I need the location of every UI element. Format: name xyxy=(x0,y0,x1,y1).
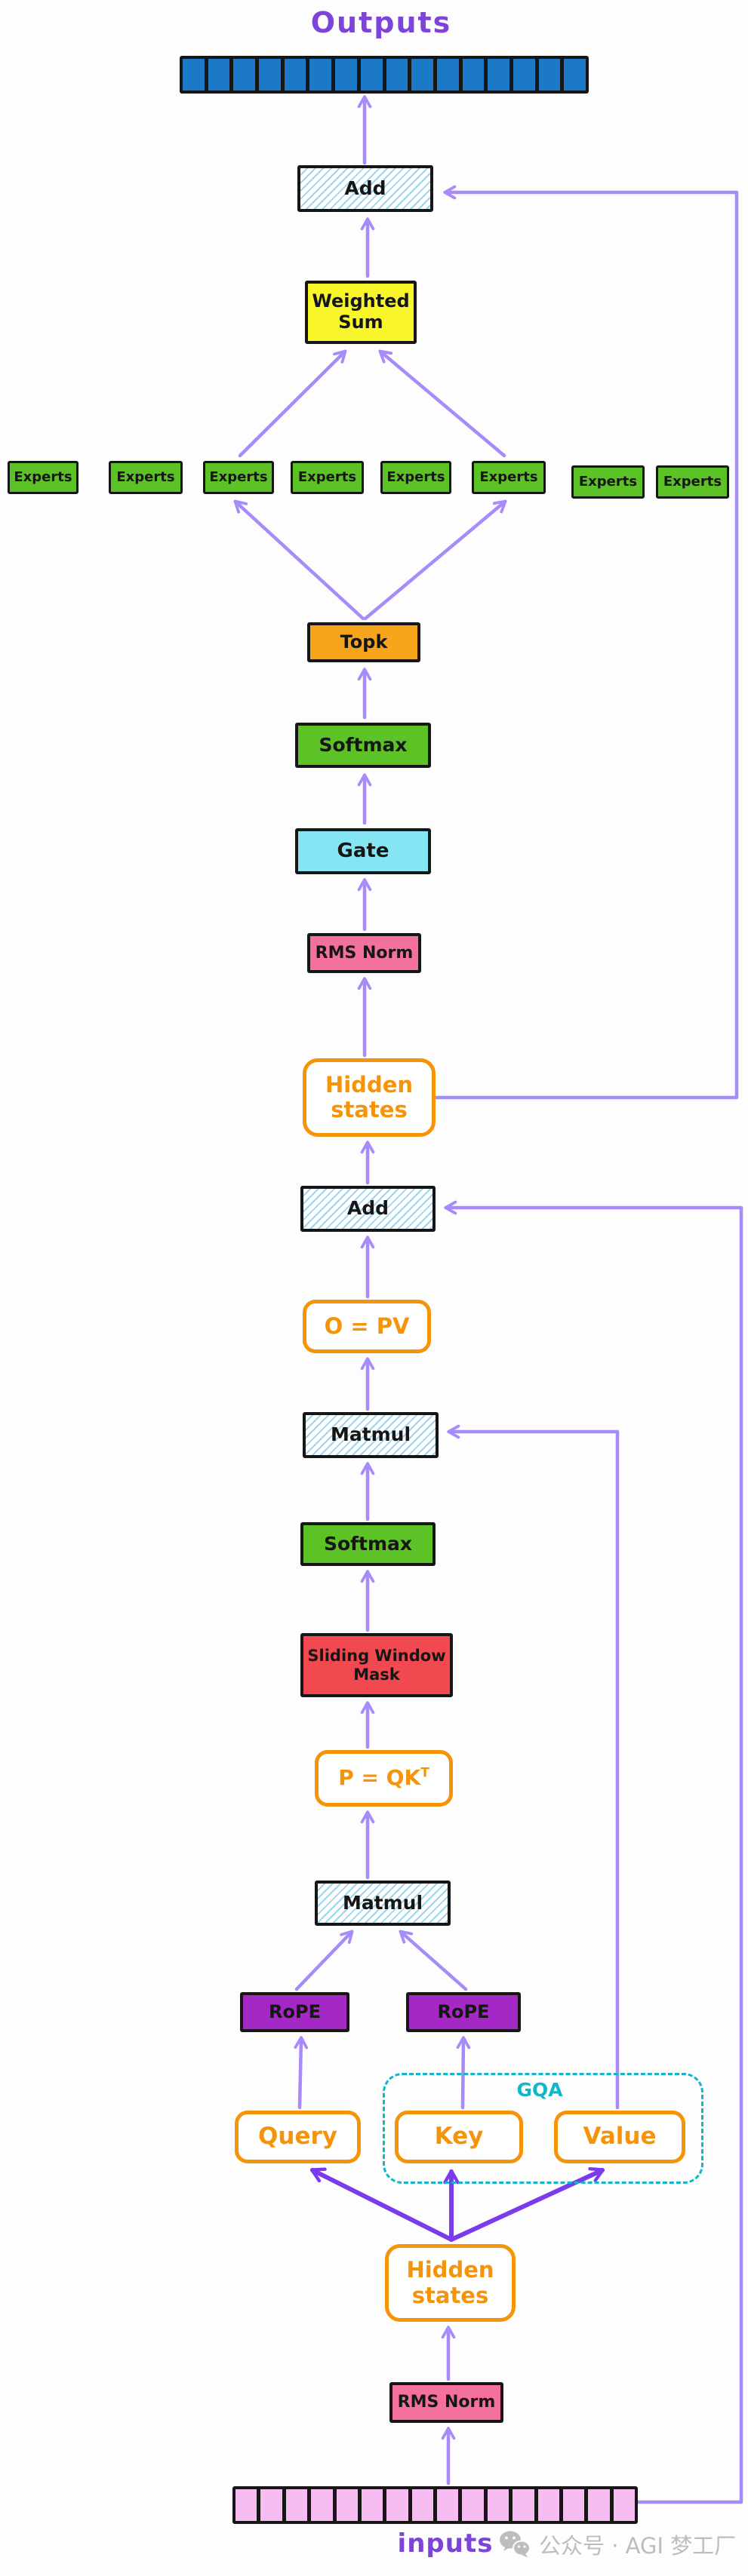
token-cell xyxy=(235,2489,257,2521)
token-cell xyxy=(562,2489,585,2521)
token-cell xyxy=(386,59,408,91)
residual-moe xyxy=(433,185,739,1100)
token-cell xyxy=(538,59,561,91)
token-cell xyxy=(564,59,586,91)
token-cell xyxy=(260,2489,282,2521)
p-qkt-formula: P = QKT xyxy=(338,1765,429,1791)
token-cell xyxy=(436,59,459,91)
token-cell xyxy=(361,2489,383,2521)
watermark: 公众号 · AGI 梦工厂 xyxy=(498,2528,736,2560)
value-node: Value xyxy=(554,2111,685,2163)
token-cell xyxy=(309,59,332,91)
key-node: Key xyxy=(395,2111,523,2163)
o-pv-node: O = PV xyxy=(303,1300,431,1353)
token-cell xyxy=(537,2489,559,2521)
topk-node: Topk xyxy=(307,622,420,662)
weighted-sum-line1: Weighted xyxy=(312,290,410,312)
token-cell xyxy=(411,59,433,91)
arrow-topk-to-expert6 xyxy=(363,499,507,621)
token-cell xyxy=(336,2489,358,2521)
expert-node-2: Experts xyxy=(109,461,183,494)
expert-node-8: Experts xyxy=(656,465,729,499)
token-cell xyxy=(335,59,357,91)
token-cell xyxy=(488,59,509,91)
token-cell xyxy=(513,59,535,91)
input-token-bar xyxy=(232,2486,638,2524)
arrow-query-to-rope xyxy=(294,2036,309,2110)
softmax-node-attention: Softmax xyxy=(300,1522,436,1566)
arrow-expert6-to-wsum xyxy=(378,349,506,458)
hidden-states-line1: Hidden xyxy=(325,1071,414,1098)
token-cell xyxy=(284,59,306,91)
token-cell xyxy=(386,2489,408,2521)
rope-node-query: RoPE xyxy=(240,1992,349,2032)
matmul-node-qk: Matmul xyxy=(315,1881,451,1926)
token-cell xyxy=(462,59,485,91)
mask-line2: Mask xyxy=(353,1665,400,1684)
hidden-states-line2: states xyxy=(411,2282,489,2308)
weighted-sum-node: Weighted Sum xyxy=(305,281,417,344)
outputs-label: Outputs xyxy=(310,6,452,39)
rms-norm-node-moe: RMS Norm xyxy=(307,933,421,973)
token-cell xyxy=(183,59,205,91)
hidden-states-node-moe: Hidden states xyxy=(303,1058,436,1137)
mask-line1: Sliding Window xyxy=(307,1647,446,1666)
token-cell xyxy=(285,2489,308,2521)
weighted-sum-line2: Sum xyxy=(338,312,383,333)
token-cell xyxy=(360,59,383,91)
expert-node-3: Experts xyxy=(203,461,274,494)
token-cell xyxy=(311,2489,333,2521)
hidden-states-node-attention: Hidden states xyxy=(385,2244,516,2322)
output-token-bar xyxy=(180,56,589,94)
token-cell xyxy=(259,59,281,91)
add-node-attention: Add xyxy=(300,1186,436,1232)
expert-node-7: Experts xyxy=(571,465,645,499)
rope-node-key: RoPE xyxy=(406,1992,521,2032)
hidden-states-line2: states xyxy=(331,1097,408,1122)
token-cell xyxy=(513,2489,534,2521)
gate-node: Gate xyxy=(295,828,431,874)
inputs-label: inputs xyxy=(397,2528,494,2559)
add-node-moe: Add xyxy=(297,165,433,212)
token-cell xyxy=(613,2489,635,2521)
arrow-expert3-to-wsum xyxy=(238,349,347,458)
arrow-topk-to-expert3 xyxy=(233,499,365,621)
matmul-node-output: Matmul xyxy=(303,1412,439,1458)
token-cell xyxy=(411,2489,433,2521)
token-cell xyxy=(233,59,256,91)
token-cell xyxy=(462,2489,484,2521)
wechat-icon xyxy=(500,2531,531,2558)
expert-node-6: Experts xyxy=(472,461,546,494)
expert-node-1: Experts xyxy=(8,461,78,494)
arrow-ropeq-to-matmul xyxy=(294,1930,354,1991)
sliding-window-mask-node: Sliding Window Mask xyxy=(300,1633,453,1697)
expert-node-4: Experts xyxy=(291,461,364,494)
arrow-ropek-to-matmul xyxy=(399,1930,468,1991)
token-cell xyxy=(588,2489,610,2521)
token-cell xyxy=(487,2489,509,2521)
token-cell xyxy=(208,59,230,91)
hidden-states-line1: Hidden xyxy=(406,2257,494,2283)
expert-node-5: Experts xyxy=(380,461,451,494)
watermark-text: 公众号 · AGI 梦工厂 xyxy=(539,2533,737,2559)
softmax-node-moe: Softmax xyxy=(295,723,431,768)
rms-norm-node-attention: RMS Norm xyxy=(389,2382,503,2423)
gqa-label: GQA xyxy=(516,2079,563,2101)
query-node: Query xyxy=(235,2111,361,2163)
token-cell xyxy=(437,2489,459,2521)
gqa-group-outline xyxy=(383,2073,703,2184)
p-qkt-node: P = QKT xyxy=(315,1750,453,1807)
